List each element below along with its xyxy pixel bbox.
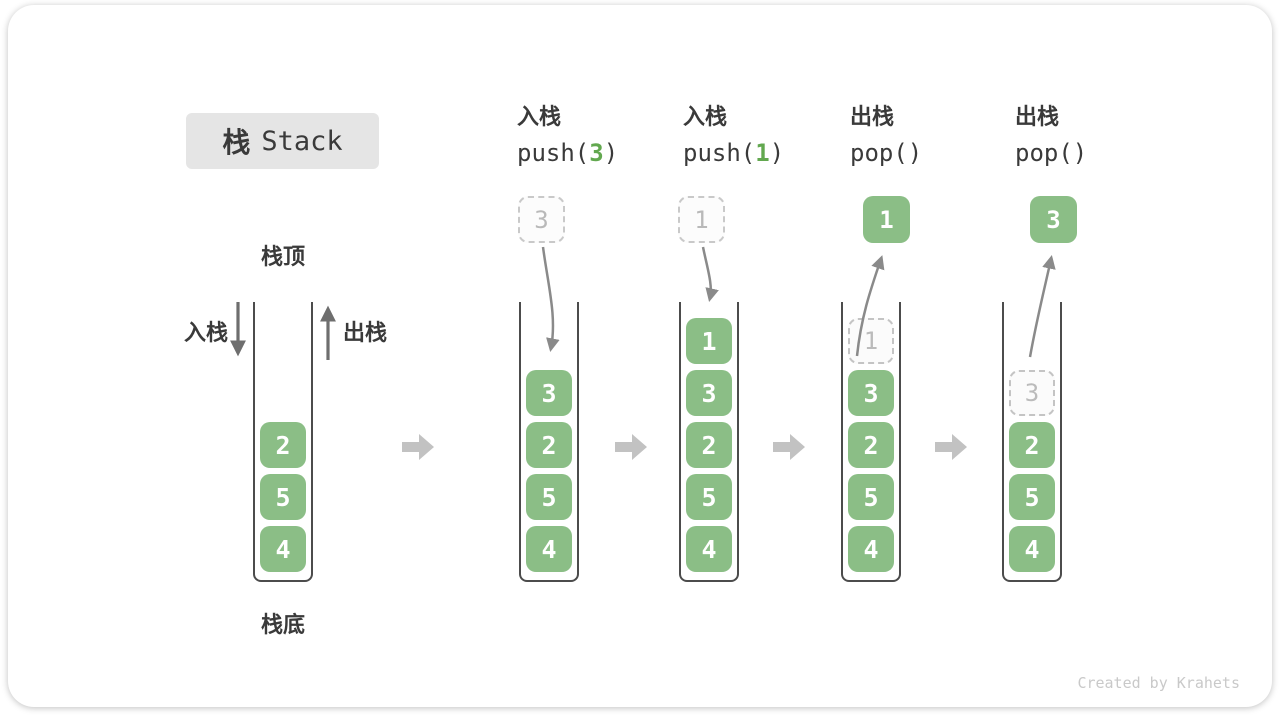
operation-code: push(3) xyxy=(517,141,618,165)
incoming-value-box: 3 xyxy=(518,196,565,243)
credit-text: Created by Krahets xyxy=(1077,674,1240,692)
step-header-pop-3: 出栈 pop() xyxy=(1015,104,1087,166)
operation-label: 入栈 xyxy=(517,104,562,129)
push-side-label: 入栈 xyxy=(183,320,228,345)
stack-cell: 2 xyxy=(686,422,732,468)
stack-cell: 4 xyxy=(686,526,732,572)
stack-cell: 4 xyxy=(260,526,306,572)
popped-value-box: 1 xyxy=(863,196,910,243)
stack-cell: 4 xyxy=(848,526,894,572)
code-post: ) xyxy=(603,139,619,167)
code-pre: push( xyxy=(683,139,756,167)
code-pre: pop( xyxy=(1015,139,1073,167)
operation-label: 入栈 xyxy=(683,104,728,129)
stack-cell: 5 xyxy=(260,474,306,520)
stack-container-initial: 2 5 4 xyxy=(253,302,313,582)
code-post: ) xyxy=(1072,139,1088,167)
stack-cell: 5 xyxy=(848,474,894,520)
code-post: ) xyxy=(907,139,923,167)
title-en: Stack xyxy=(261,125,343,157)
code-arg: 1 xyxy=(755,139,770,167)
operation-code: pop() xyxy=(850,141,922,165)
incoming-value-box: 1 xyxy=(678,196,725,243)
stack-cell: 4 xyxy=(1009,526,1055,572)
stack-cell: 5 xyxy=(526,474,572,520)
step-header-push-1: 入栈 push(1) xyxy=(683,104,784,166)
popped-value-box: 3 xyxy=(1030,196,1077,243)
stack-bottom-label: 栈底 xyxy=(260,612,305,637)
step-header-pop-1: 出栈 pop() xyxy=(850,104,922,166)
operation-label: 出栈 xyxy=(1015,104,1060,129)
operation-code: pop() xyxy=(1015,141,1087,165)
stack-cell: 2 xyxy=(526,422,572,468)
title-cjk: 栈 xyxy=(222,127,251,158)
ghost-cell: 3 xyxy=(1009,370,1055,416)
stack-cell: 3 xyxy=(686,370,732,416)
stack-cell: 1 xyxy=(686,318,732,364)
code-pre: pop( xyxy=(850,139,908,167)
stack-cell: 3 xyxy=(848,370,894,416)
stack-container-push-3: 3 2 5 4 xyxy=(519,302,579,582)
stack-cell: 2 xyxy=(848,422,894,468)
code-post: ) xyxy=(769,139,785,167)
stack-cell: 2 xyxy=(260,422,306,468)
title-box: 栈 Stack xyxy=(186,113,379,169)
stack-cell: 5 xyxy=(686,474,732,520)
step-header-push-3: 入栈 push(3) xyxy=(517,104,618,166)
operation-code: push(1) xyxy=(683,141,784,165)
stack-cell: 4 xyxy=(526,526,572,572)
code-pre: push( xyxy=(517,139,590,167)
stack-cell: 2 xyxy=(1009,422,1055,468)
pop-side-label: 出栈 xyxy=(343,320,388,345)
code-arg: 3 xyxy=(589,139,604,167)
ghost-cell: 1 xyxy=(848,318,894,364)
stack-container-pop-1: 1 3 2 5 4 xyxy=(841,302,901,582)
stack-container-push-1: 1 3 2 5 4 xyxy=(679,302,739,582)
stack-cell: 3 xyxy=(526,370,572,416)
stack-container-pop-3: 3 2 5 4 xyxy=(1002,302,1062,582)
stack-top-label: 栈顶 xyxy=(260,244,305,269)
operation-label: 出栈 xyxy=(850,104,895,129)
stack-cell: 5 xyxy=(1009,474,1055,520)
